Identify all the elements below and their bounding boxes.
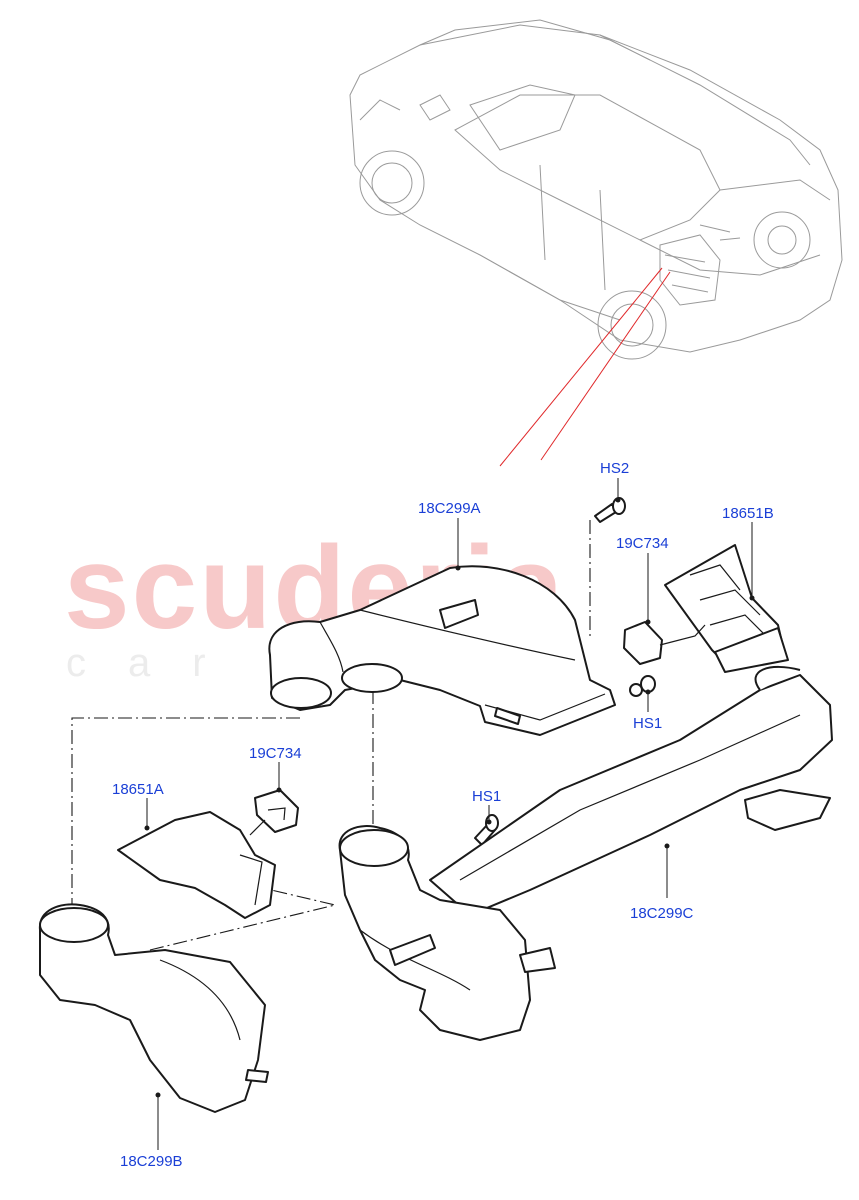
actuator-19c734-upper xyxy=(623,621,706,665)
callout-18c299c: 18C299C xyxy=(630,905,694,922)
duct-18c299b xyxy=(38,903,269,1113)
assembly-lines xyxy=(71,520,591,951)
callout-19c734-left: 19C734 xyxy=(249,745,302,762)
locator-line-left xyxy=(499,267,663,467)
leader-lines xyxy=(144,478,755,1150)
callout-labels: HS2 18C299A 18651B 19C734 HS1 19C734 186… xyxy=(112,460,774,1170)
vehicle-locator-illustration xyxy=(349,19,843,360)
duct-18c299a xyxy=(268,565,643,736)
grille-18651a xyxy=(117,811,276,919)
screw-hs2 xyxy=(594,497,626,523)
callout-hs1-top: HS1 xyxy=(633,715,662,732)
callout-18651b: 18651B xyxy=(722,505,774,522)
callout-18651a: 18651A xyxy=(112,781,164,798)
callout-18c299a: 18C299A xyxy=(418,500,481,517)
locator-line-right xyxy=(540,271,671,461)
callout-hs1-middle: HS1 xyxy=(472,788,501,805)
grille-18651b xyxy=(664,544,789,673)
actuator-19c734-left xyxy=(249,789,299,836)
duct-elbow-front xyxy=(338,825,556,1041)
callout-18c299b: 18C299B xyxy=(120,1153,183,1170)
callout-hs2: HS2 xyxy=(600,460,629,477)
duct-18c299c xyxy=(429,666,833,916)
callout-19c734-top: 19C734 xyxy=(616,535,669,552)
